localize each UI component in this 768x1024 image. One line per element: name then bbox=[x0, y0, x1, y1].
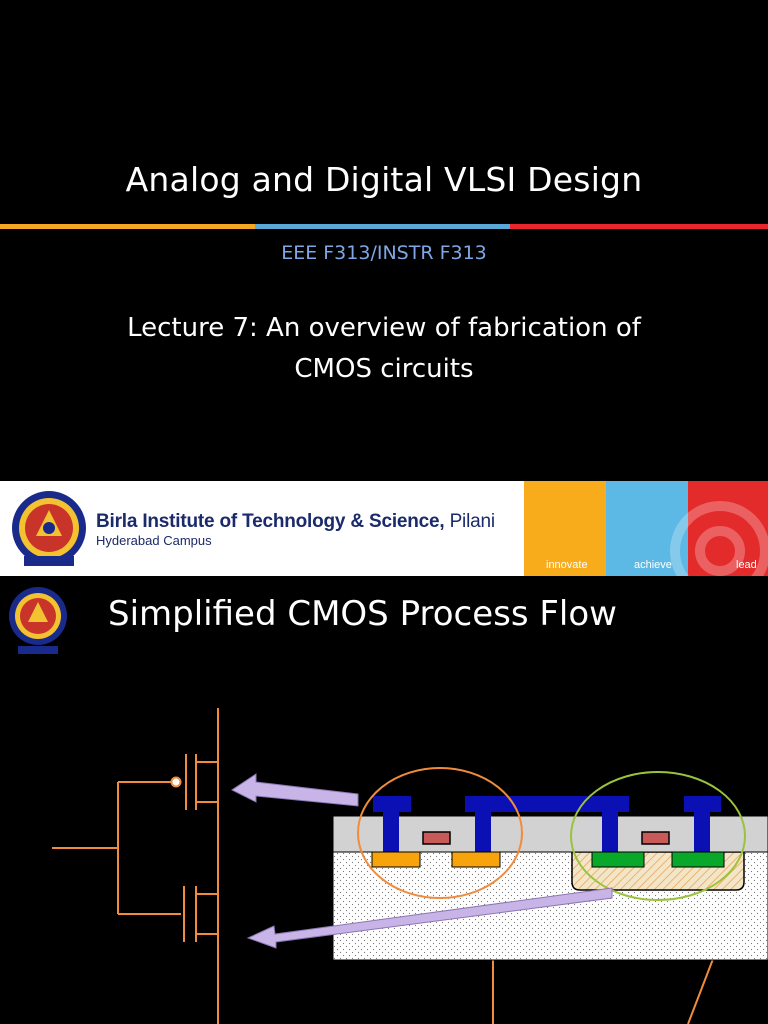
campus-name: Hyderabad Campus bbox=[96, 533, 212, 548]
tile-lead: lead bbox=[688, 481, 768, 576]
institute-name: Birla Institute of Technology & Science,… bbox=[96, 511, 495, 533]
lecture-line-2: CMOS circuits bbox=[294, 354, 474, 384]
institute-banner: Birla Institute of Technology & Science,… bbox=[0, 481, 768, 576]
metal-contact-2 bbox=[684, 796, 721, 812]
institute-city: Pilani bbox=[449, 511, 495, 532]
tile-label-achieve: achieve bbox=[634, 559, 672, 571]
metal-contact-1 bbox=[373, 796, 411, 812]
diffusion-4 bbox=[671, 851, 725, 868]
cmos-diagram bbox=[52, 708, 768, 1024]
slide-title: Analog and Digital VLSI Design bbox=[125, 160, 643, 199]
diffusion-3 bbox=[591, 851, 645, 868]
arrow-to-nmos-icon bbox=[246, 887, 613, 949]
via-3 bbox=[602, 812, 618, 852]
bits-seal-small-icon bbox=[9, 587, 67, 654]
lecture-subtitle: Lecture 7: An overview of fabrication of… bbox=[84, 308, 684, 390]
title-slide: Analog and Digital VLSI Design EEE F313/… bbox=[0, 0, 768, 480]
title-underline-orange bbox=[0, 224, 255, 229]
arrow-to-pmos-icon bbox=[231, 773, 359, 807]
metal-interconnect bbox=[465, 796, 629, 812]
gate-poly-1 bbox=[422, 831, 451, 845]
slide2-title: Simplified CMOS Process Flow bbox=[108, 594, 617, 634]
course-code: EEE F313/INSTR F313 bbox=[281, 242, 487, 264]
pmos-bubble bbox=[170, 776, 182, 788]
gate-poly-2 bbox=[641, 831, 670, 845]
wafer-cross-section bbox=[332, 796, 768, 961]
highlight-ellipse-orange bbox=[357, 767, 523, 899]
title-underline-red bbox=[510, 224, 768, 229]
highlight-ellipse-green bbox=[570, 771, 746, 901]
lecture-line-1: Lecture 7: An overview of fabrication of bbox=[127, 313, 641, 343]
title-underline-blue bbox=[255, 224, 510, 229]
via-4 bbox=[694, 812, 710, 852]
via-2 bbox=[475, 812, 491, 852]
bits-seal-icon bbox=[12, 491, 86, 566]
tile-achieve: achieve bbox=[606, 481, 688, 576]
tile-label-innovate: innovate bbox=[546, 559, 588, 571]
tile-innovate: innovate bbox=[524, 481, 606, 576]
via-1 bbox=[383, 812, 399, 852]
diffusion-2 bbox=[451, 851, 501, 868]
diffusion-1 bbox=[371, 851, 421, 868]
tile-label-lead: lead bbox=[736, 559, 757, 571]
institute-name-bold: Birla Institute of Technology & Science, bbox=[96, 511, 445, 532]
